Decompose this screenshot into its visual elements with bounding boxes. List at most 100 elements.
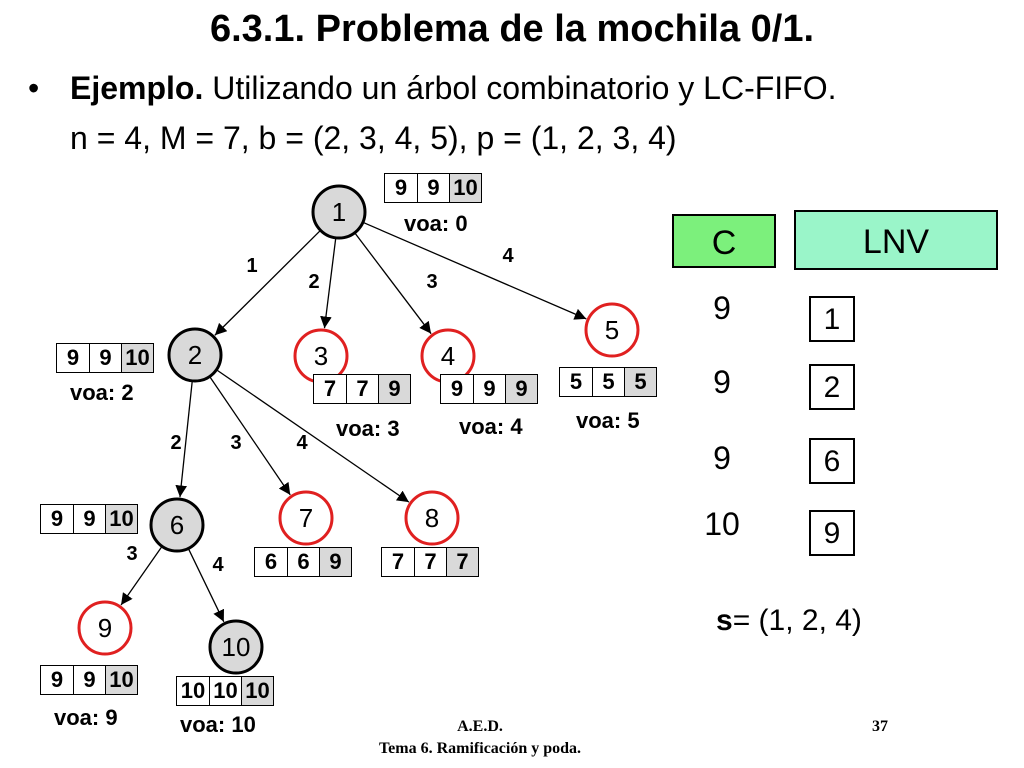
tree-edge-1-3	[320, 237, 337, 329]
solution-label: s	[716, 604, 733, 637]
tree-node-label-1: 1	[332, 197, 346, 227]
tree-node-label-2: 2	[188, 340, 202, 370]
tree-edge-1-2	[214, 229, 322, 336]
lnv-item: 1	[809, 296, 855, 342]
edge-label-2-7: 3	[230, 432, 241, 454]
node-8-bounds: 7 7 7	[381, 547, 479, 577]
node-2-voa: voa: 2	[70, 380, 134, 405]
tree-edge-1-5	[362, 221, 587, 320]
node-1-cmax: 10	[449, 174, 481, 202]
solution-value: = (1, 2, 4)	[732, 604, 862, 637]
node-9-cest: 9	[73, 666, 105, 694]
node-4-bounds: 9 9 9	[440, 374, 538, 404]
node-9-cmin: 9	[50, 667, 64, 692]
node-10-cmax: 10	[241, 677, 273, 705]
tree-edges: 1 2 3 4 2 3 4 3 4	[120, 221, 587, 623]
node-7-cmax: 9	[319, 548, 351, 576]
tree-node-label-6: 6	[170, 510, 184, 540]
node-7-cmin: 6	[264, 549, 278, 574]
solution: s= (1, 2, 4)	[716, 604, 862, 638]
node-8-cmin: 7	[391, 549, 405, 574]
footer-course: A.E.D.	[457, 718, 503, 735]
lnv-item: 2	[809, 364, 855, 410]
tree-edge-2-8	[216, 369, 410, 503]
node-2-bounds: 9 9 10	[56, 343, 154, 373]
tree-node-label-9: 9	[98, 613, 112, 643]
tree-node-label-10: 10	[222, 632, 251, 662]
node-8-cmax: 7	[446, 548, 478, 576]
lnv-item: 9	[809, 510, 855, 556]
edge-label-6-10: 4	[212, 554, 224, 576]
node-10-cmin: 10	[180, 678, 206, 703]
tree-edge-1-4	[354, 232, 432, 335]
node-9-cmax: 10	[105, 666, 137, 694]
edge-label-1-4: 3	[426, 271, 437, 293]
node-4-voa: voa: 4	[459, 414, 523, 439]
bullet-icon: •	[28, 70, 40, 106]
c-value: 9	[713, 364, 731, 400]
problem-parameters: n = 4, M = 7, b = (2, 3, 4, 5), p = (1, …	[70, 120, 677, 156]
node-5-cest: 5	[592, 368, 624, 396]
node-9-bounds: 9 9 10	[40, 665, 138, 695]
edge-label-2-6: 2	[170, 432, 181, 454]
tree-node-label-8: 8	[425, 503, 439, 533]
example-label: Ejemplo.	[70, 70, 204, 106]
node-5-cmax: 5	[624, 368, 656, 396]
node-5-bounds: 5 5 5	[559, 367, 657, 397]
node-1-cest: 9	[417, 174, 449, 202]
node-2-cest: 9	[89, 344, 121, 372]
node-6-cmax: 10	[105, 505, 137, 533]
node-7-bounds: 6 6 9	[254, 547, 352, 577]
footer-topic: Tema 6. Ramificación y poda.	[378, 740, 582, 757]
c-header: C	[672, 214, 776, 268]
node-3-bounds: 7 7 9	[313, 374, 411, 404]
example-line: • Ejemplo. Utilizando un árbol combinator…	[28, 70, 837, 107]
tree-node-label-7: 7	[299, 503, 313, 533]
c-value: 9	[713, 290, 731, 326]
node-6-cest: 9	[73, 505, 105, 533]
edge-label-1-3: 2	[308, 271, 319, 293]
tree-node-9	[77, 600, 133, 656]
node-4-cmin: 9	[450, 376, 464, 401]
node-1-voa: voa: 0	[404, 211, 468, 236]
node-4-cmax: 9	[505, 375, 537, 403]
tree-edge-2-7	[209, 376, 291, 496]
node-10-cest: 10	[209, 677, 241, 705]
tree-node-5	[584, 302, 640, 358]
node-1-bounds: 9 9 10	[384, 173, 482, 203]
node-4-cest: 9	[473, 375, 505, 403]
tree-node-7	[278, 490, 334, 546]
c-value: 9	[713, 440, 731, 476]
tree-edge-6-10	[187, 548, 225, 623]
lnv-item: 6	[809, 438, 855, 484]
c-value: 10	[704, 506, 740, 542]
tree-node-10	[208, 619, 264, 675]
node-3-voa: voa: 3	[336, 416, 400, 441]
node-10-bounds: 10 10 10	[176, 676, 274, 706]
node-9-voa: voa: 9	[54, 705, 118, 730]
page-number: 37	[872, 718, 888, 735]
edge-label-2-8: 4	[296, 432, 308, 454]
node-6-bounds: 9 9 10	[40, 504, 138, 534]
node-8-cest: 7	[414, 548, 446, 576]
edge-label-6-9: 3	[126, 543, 137, 565]
tree-node-1	[311, 184, 367, 240]
tree-node-label-3: 3	[314, 341, 328, 371]
tree-node-8	[404, 490, 460, 546]
example-text: Utilizando un árbol combinatorio y LC-FI…	[212, 70, 837, 106]
edge-label-1-5: 4	[502, 245, 514, 267]
node-6-cmin: 9	[50, 506, 64, 531]
node-10-voa: voa: 10	[180, 712, 256, 737]
node-7-cest: 6	[287, 548, 319, 576]
node-3-cmin: 7	[323, 376, 337, 401]
node-2-cmin: 9	[66, 345, 80, 370]
tree-edge-6-9	[120, 545, 163, 606]
edge-label-1-2: 1	[246, 255, 257, 277]
tree-edge-2-6	[175, 380, 193, 498]
tree-node-label-5: 5	[605, 315, 619, 345]
node-1-cmin: 9	[394, 175, 408, 200]
lnv-header: LNV	[794, 210, 998, 270]
node-2-cmax: 10	[121, 344, 153, 372]
tree-node-6	[149, 497, 205, 553]
